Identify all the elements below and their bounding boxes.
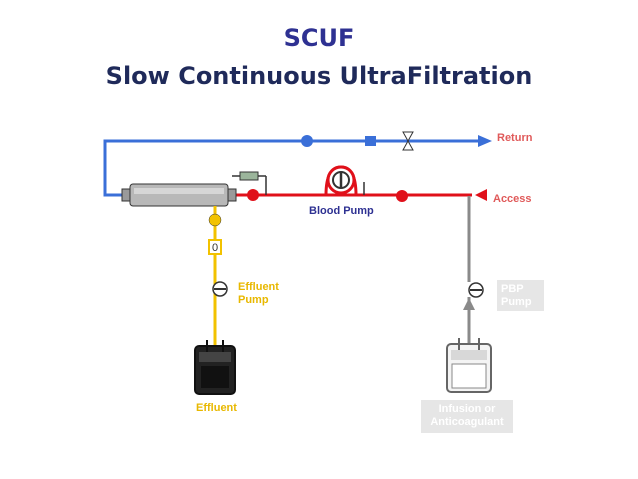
return-label: Return [497, 132, 533, 144]
infusion-label: Infusion or Anticoagulant [421, 400, 513, 433]
access-label: Access [493, 193, 532, 205]
pbp-pump-icon [468, 282, 484, 298]
return-pressure-sensor [301, 135, 313, 147]
effluent-pump-label: Effluent Pump [238, 281, 279, 307]
pbp-pump-label: PBP Pump [497, 280, 544, 311]
pbp-arrow-icon [463, 298, 475, 310]
diagram-title: SCUF [283, 24, 355, 52]
air-detector [365, 136, 376, 146]
hemofilter-icon [121, 183, 237, 207]
pbp-pump-label-line1: PBP [501, 283, 524, 295]
effluent-pump-icon [212, 281, 228, 297]
pressure-gauge-value: 0 [212, 242, 218, 254]
syringe-icon [232, 171, 267, 195]
infusion-label-line2: Anticoagulant [430, 416, 504, 428]
pbp-line [463, 196, 475, 350]
effluent-pressure-sensor [208, 213, 222, 227]
diagram-subtitle: Slow Continuous UltraFiltration [105, 62, 533, 90]
blood-pump-label: Blood Pump [309, 205, 374, 217]
pbp-pump-label-line2: Pump [501, 296, 532, 308]
effluent-label: Effluent [196, 402, 237, 414]
effluent-pump-label-line2: Pump [238, 294, 269, 306]
return-line [103, 135, 492, 197]
access-pressure-sensor [396, 190, 408, 202]
effluent-pump-label-line1: Effluent [238, 281, 279, 293]
return-clamp-icon [402, 131, 414, 151]
blood-pump-icon [318, 165, 365, 197]
infusion-bag-icon [446, 338, 492, 393]
access-line [230, 189, 487, 201]
effluent-bag-icon [194, 340, 236, 395]
return-arrow-icon [478, 135, 492, 147]
access-arrow-icon [475, 189, 487, 201]
blood-leak-detector [208, 239, 222, 255]
infusion-label-line1: Infusion or [438, 403, 496, 415]
post-filter-pressure-sensor [247, 189, 259, 201]
